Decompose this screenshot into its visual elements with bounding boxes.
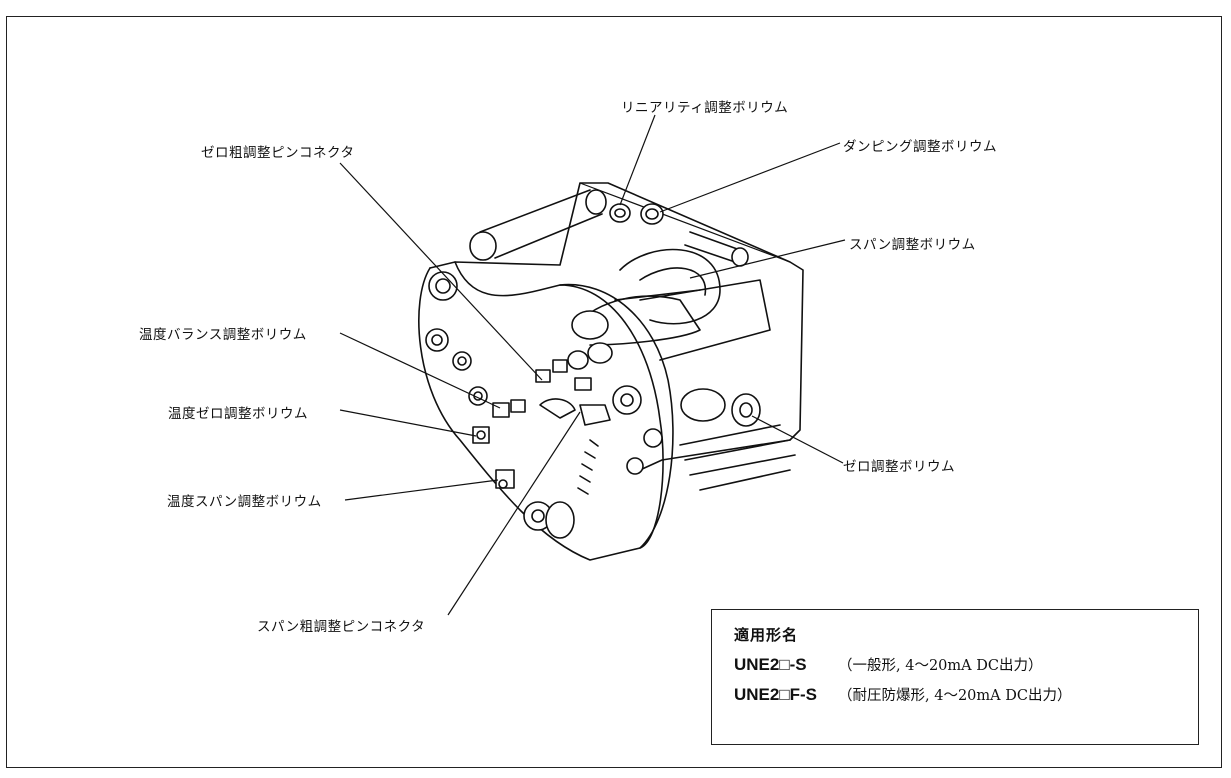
leader-zero (751, 415, 844, 464)
model-row: UNE2□-S （一般形, 4～20mA DC出力） (734, 654, 1198, 675)
temp-zero-pot-shape (472, 426, 490, 444)
leader-damping (659, 142, 841, 213)
model-row: UNE2□F-S （耐圧防爆形, 4～20mA DC出力） (734, 684, 1198, 705)
model-name: UNE2□-S (734, 655, 807, 674)
top-rod (479, 189, 603, 259)
model-name: UNE2□F-S (734, 685, 817, 704)
span-coil (614, 248, 721, 325)
front-disk (559, 283, 674, 549)
label-zero-coarse-pin: ゼロ粗調整ピンコネクタ (201, 145, 355, 161)
label-span-coarse-pin: スパン粗調整ピンコネクタ (257, 619, 426, 635)
leader-temp-zero (339, 409, 477, 437)
leader-span (689, 239, 846, 279)
leader-temp-balance (339, 332, 501, 409)
front-plate (418, 261, 664, 561)
leader-linearity (619, 114, 656, 206)
models-title: 適用形名 (734, 626, 799, 644)
label-temp-zero-pot: 温度ゼロ調整ボリウム (168, 406, 308, 422)
label-linearity-pot: リニアリティ調整ボリウム (621, 100, 789, 116)
applicable-models-box: 適用形名 UNE2□-S （一般形, 4～20mA DC出力） UNE2□F-S （… (711, 609, 1199, 745)
leader-span-coarse (447, 411, 581, 616)
temp-balance-pot-shape (492, 402, 510, 418)
label-temp-balance-pot: 温度バランス調整ボリウム (139, 327, 307, 343)
model-desc: （耐圧防爆形, 4～20mA DC出力） (838, 688, 1072, 704)
damping-pot-shape (640, 203, 664, 225)
model-desc: （一般形, 4～20mA DC出力） (838, 658, 1043, 674)
leader-zero-coarse (339, 162, 543, 381)
leader-temp-span (344, 479, 499, 501)
label-temp-span-pot: 温度スパン調整ボリウム (167, 494, 322, 510)
diagram-frame (6, 16, 1222, 768)
label-span-pot: スパン調整ボリウム (849, 237, 976, 253)
label-damping-pot: ダンピング調整ボリウム (843, 139, 997, 155)
linearity-pot-shape (609, 203, 631, 223)
zero-pot-shape (680, 388, 726, 422)
label-zero-pot: ゼロ調整ボリウム (843, 459, 955, 475)
